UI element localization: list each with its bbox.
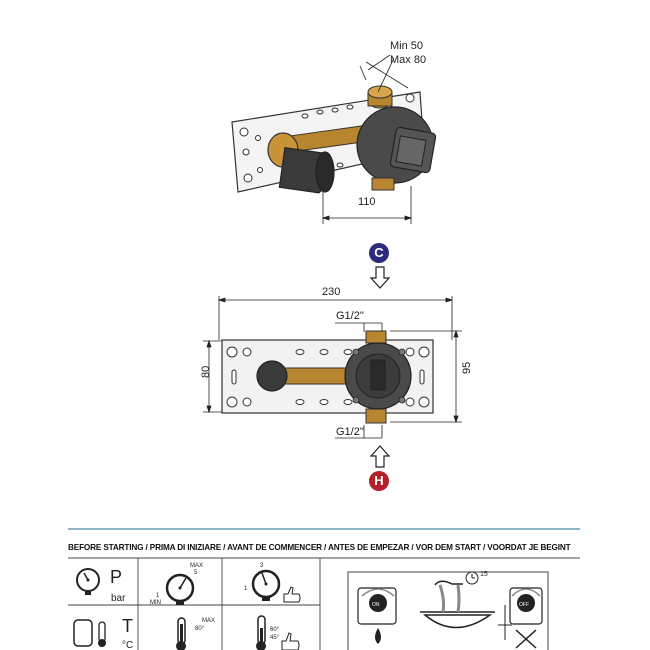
flushing-basin-icon <box>420 580 512 640</box>
on-label: ON <box>372 602 380 608</box>
pressure-unit: bar <box>111 593 126 604</box>
cold-letter: C <box>374 245 384 260</box>
height-dimension-left <box>203 339 224 414</box>
cap-front <box>256 360 288 392</box>
on-valve-icon <box>357 587 397 644</box>
gauge3-top: 3 <box>260 563 264 569</box>
bottom-fitting <box>365 408 387 424</box>
width-dimension <box>217 296 454 340</box>
thermometer-max-icon <box>176 617 186 650</box>
thermometer-range-icon <box>256 615 300 650</box>
cap-cylinder-perspective <box>278 147 335 194</box>
temp-unit: °C <box>122 640 133 650</box>
thermo-range-bottom: 45° <box>270 635 280 641</box>
gauge-max-label: MAX <box>190 563 203 569</box>
gauge-max-value: 5 <box>194 570 198 576</box>
temp-letter: T <box>122 616 133 636</box>
thermo-max-label: MAX <box>202 618 215 624</box>
hot-marker: H <box>369 471 389 491</box>
front-elevation-drawing: 230 80 95 G1/2" G1/2" <box>200 286 473 439</box>
thermo-range-top: 60° <box>270 627 280 633</box>
thread-bottom-label: G1/2" <box>336 426 364 438</box>
heater-thermometer-icon <box>73 619 106 647</box>
depth-dimension <box>321 186 413 224</box>
gauge-thumbs-up-icon <box>251 569 301 603</box>
valve-body-front <box>344 342 412 410</box>
gauge-min-value: 1 <box>156 593 160 599</box>
top-fitting <box>365 330 387 344</box>
height-right-label: 95 <box>461 362 473 374</box>
valve-body-perspective <box>356 85 437 191</box>
instructions-divider <box>68 528 580 530</box>
gauge-min-label: MIN <box>150 600 161 606</box>
flush-procedure-panel <box>347 571 549 650</box>
thermo-max-value: 80° <box>195 626 205 632</box>
height-left-label: 80 <box>200 366 212 378</box>
hot-arrow-icon <box>370 445 390 468</box>
depth-dim-label: 110 <box>358 196 376 208</box>
timer-icon <box>465 571 479 585</box>
gauge3-left: 1 <box>244 586 248 592</box>
thread-leaders <box>335 322 383 439</box>
off-label: OFF <box>519 602 529 608</box>
off-valve-icon <box>509 587 543 649</box>
width-dim-label: 230 <box>322 286 340 298</box>
instructions-banner: BEFORE STARTING / PRIMA DI INIZIARE / AV… <box>68 543 571 552</box>
min-label: Min 50 <box>390 40 423 52</box>
min-max-dimension <box>359 54 409 93</box>
mixer-perspective-drawing: Min 50 Max 80 110 <box>231 40 437 224</box>
pressure-gauge-icon <box>76 568 100 595</box>
cold-marker: C <box>369 243 389 263</box>
pressure-letter: P <box>110 567 122 587</box>
hot-letter: H <box>374 473 384 488</box>
height-dimension-right <box>390 329 462 424</box>
max-label: Max 80 <box>390 54 426 66</box>
timer-label: 15 <box>480 571 488 578</box>
cold-arrow-icon <box>370 266 390 289</box>
instructions-grid: P bar MAX 5 1 MIN 3 1 T °C MAX 80° 60 <box>68 557 580 650</box>
thread-top-label: G1/2" <box>336 310 364 322</box>
min-max-gauge-icon <box>165 573 195 605</box>
